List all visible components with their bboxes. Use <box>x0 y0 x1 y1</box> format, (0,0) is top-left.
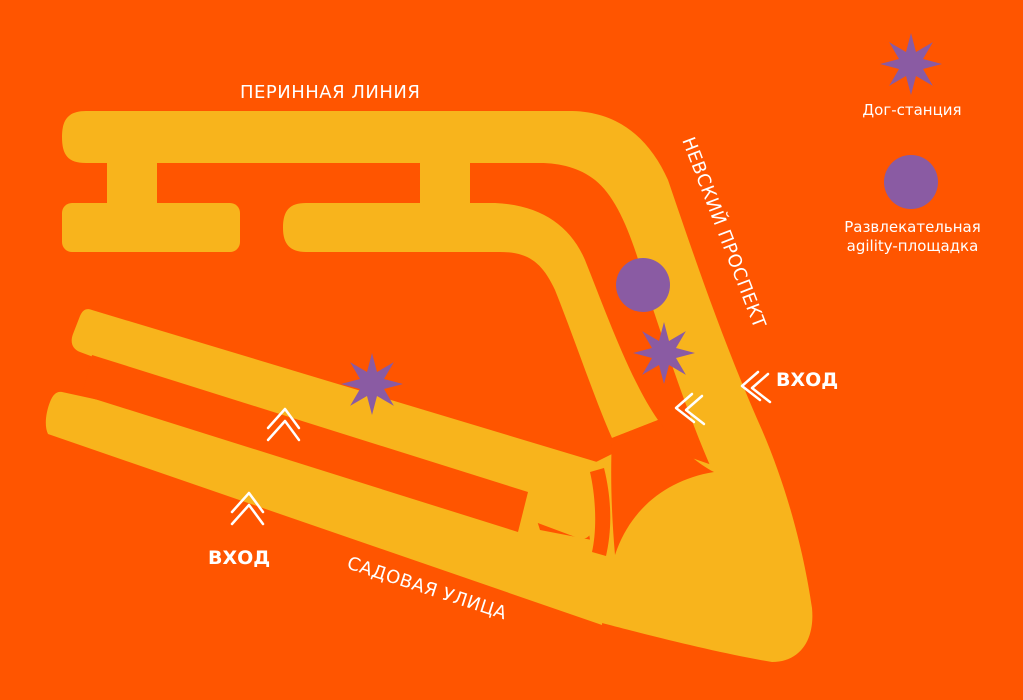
legend-circle-icon <box>884 155 938 209</box>
street-label-perinnaya: ПЕРИННАЯ ЛИНИЯ <box>240 82 420 103</box>
dog-station-star-icon[interactable] <box>633 322 695 384</box>
chevron-icon <box>230 491 265 514</box>
entrance-chevron-middle <box>674 392 706 426</box>
legend-agility-label-line1: Развлекательная <box>844 218 981 236</box>
dog-station-star-icon[interactable] <box>341 353 403 415</box>
chevron-icon <box>684 394 706 426</box>
path-lower-left-stub <box>62 203 240 252</box>
legend-dog-station: Дог-станция <box>842 101 982 120</box>
entrance-chevron-right <box>740 370 772 404</box>
chevron-icon <box>266 419 301 442</box>
legend-agility-label-line2: agility-площадка <box>846 237 979 255</box>
path-diagonal-lower <box>45 391 607 625</box>
dog-station-markers <box>341 322 695 415</box>
chevron-icon <box>750 372 772 404</box>
chevron-icon <box>266 407 301 430</box>
legend-icons <box>880 33 942 95</box>
path-lower-middle-bar <box>283 203 658 438</box>
legend-dog-station-label: Дог-станция <box>862 101 962 119</box>
chevron-icon <box>230 503 265 526</box>
chevron-icon <box>740 370 762 402</box>
legend-star-icon <box>880 33 942 95</box>
chevron-icon <box>674 392 696 424</box>
agility-marker[interactable] <box>616 258 670 312</box>
gap-junction-left <box>590 468 611 556</box>
entrance-chevron-left <box>230 491 265 526</box>
entrance-label-left: ВХОД <box>208 547 270 569</box>
gap-diagonal-inner <box>82 355 528 532</box>
entrance-label-right: ВХОД <box>776 369 838 391</box>
entrance-chevron-center <box>266 407 301 442</box>
map-gaps <box>82 355 714 556</box>
legend-agility: Развлекательная agility-площадка <box>830 218 995 256</box>
gap-junction-curve <box>611 420 714 555</box>
